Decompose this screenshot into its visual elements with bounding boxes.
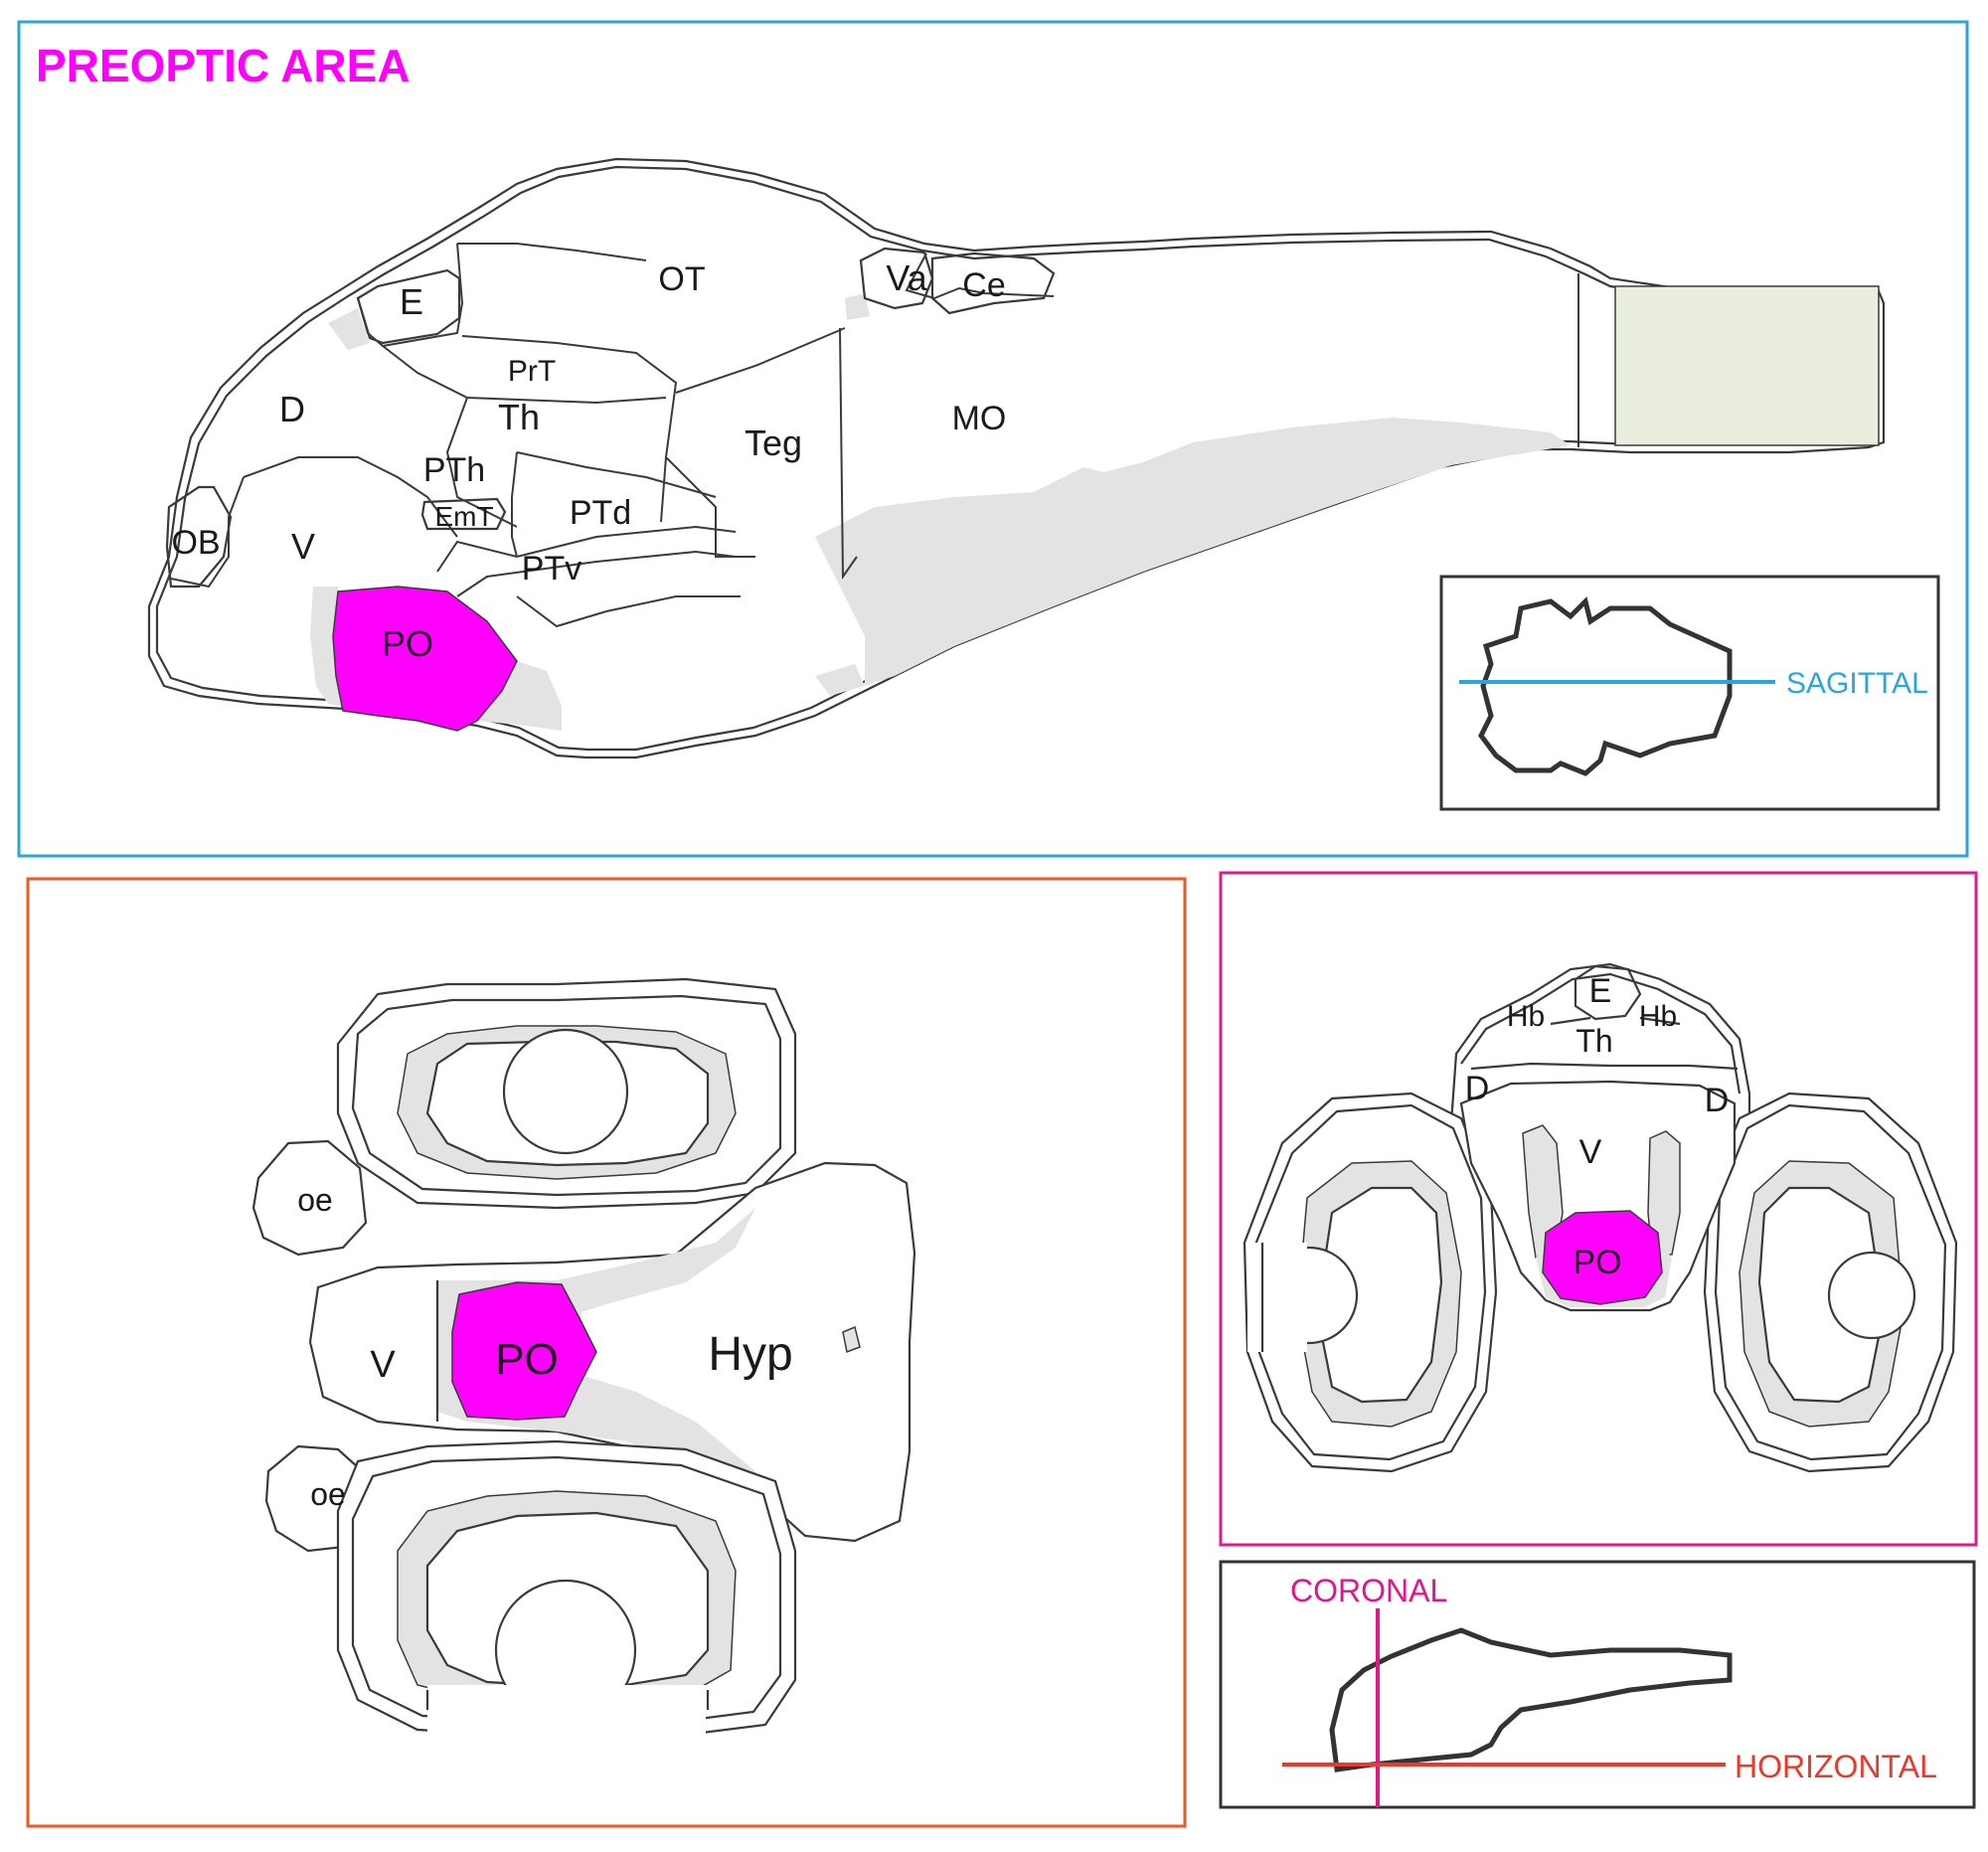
coronal-labels: E Hb Hb Th D D V PO <box>1465 972 1730 1281</box>
plane-key-brain-outline <box>1329 1627 1733 1772</box>
coronal-brain-section: E Hb Hb Th D D V PO <box>1242 962 1958 1473</box>
horizontal-labels: oe V PO Hyp oe <box>297 1182 792 1512</box>
sagittal-po-region <box>332 586 518 732</box>
sagittal-label-V: V <box>291 526 315 567</box>
sagittal-key-frame <box>1439 575 1940 811</box>
horizontal-label-V: V <box>370 1344 396 1386</box>
sagittal-label-PrT: PrT <box>508 355 556 388</box>
coronal-hb-dividers <box>1550 1016 1681 1026</box>
horizontal-panel: oe V PO Hyp oe <box>26 877 1187 1828</box>
horizontal-brain-section: oe V PO Hyp oe <box>251 977 916 1745</box>
plane-key-panel: CORONAL HORIZONTAL <box>1219 1560 1976 1809</box>
sagittal-brain-outline <box>147 157 1886 759</box>
sagittal-label-EmT: EmT <box>434 501 493 532</box>
coronal-E-cell <box>1574 964 1642 1021</box>
sagittal-region-Va-cell <box>859 247 934 310</box>
sagittal-ventricle-caudal <box>815 664 865 696</box>
coronal-label-PO: PO <box>1573 1244 1621 1281</box>
coronal-label-Hb-right: Hb <box>1639 1000 1677 1033</box>
horizontal-small-hole <box>842 1325 861 1354</box>
sagittal-label-E: E <box>400 281 423 322</box>
sagittal-label-PTd: PTd <box>570 494 631 532</box>
sagittal-label-Teg: Teg <box>745 422 802 463</box>
figure-title: PREOPTIC AREA <box>36 40 411 91</box>
sagittal-key-brain-outline <box>1478 596 1733 776</box>
horizontal-lower-eye <box>336 1439 797 1745</box>
sagittal-spinal-cord <box>1614 285 1880 446</box>
horizontal-frame <box>26 877 1187 1828</box>
sagittal-label-D: D <box>279 389 305 429</box>
horizontal-oe-top-outline <box>251 1139 368 1257</box>
coronal-left-eye <box>1242 1092 1498 1473</box>
sagittal-ventricle-ventral <box>815 418 1571 686</box>
sagittal-region-OB-cell <box>165 485 233 589</box>
sagittal-key: SAGITTAL <box>1439 575 1940 811</box>
sagittal-brain-section: OT Va Ce E PrT D Th Teg MO PTh EmT PTd O… <box>147 157 1886 759</box>
sagittal-ventricle-hypothalamic <box>477 661 562 731</box>
sagittal-label-Ce: Ce <box>962 266 1005 304</box>
coronal-ventricle-right <box>1647 1130 1681 1256</box>
coronal-right-lens <box>1827 1251 1916 1340</box>
coronal-po-region <box>1542 1210 1663 1305</box>
sagittal-key-label: SAGITTAL <box>1786 667 1928 700</box>
sagittal-label-OB: OB <box>171 524 220 562</box>
sagittal-labels: OT Va Ce E PrT D Th Teg MO PTh EmT PTd O… <box>171 257 1006 664</box>
coronal-th-divider <box>1470 1062 1739 1071</box>
sagittal-label-PTv: PTv <box>522 550 581 588</box>
coronal-label-D-left: D <box>1465 1070 1490 1107</box>
sagittal-frame <box>17 20 1969 858</box>
horizontal-po-region <box>451 1281 597 1421</box>
horizontal-upper-lens <box>502 1028 629 1155</box>
sagittal-label-PTh: PTh <box>423 451 485 489</box>
coronal-right-eye <box>1703 1092 1958 1473</box>
horizontal-label-Hyp: Hyp <box>708 1328 792 1381</box>
coronal-label-E: E <box>1589 972 1612 1010</box>
coronal-dorsal-inner <box>1460 972 1741 1094</box>
sagittal-label-MO: MO <box>952 400 1007 437</box>
horizontal-label-PO: PO <box>495 1335 559 1384</box>
coronal-frame <box>1219 871 1978 1547</box>
horizontal-label-oe-top: oe <box>297 1182 333 1218</box>
coronal-label-Th: Th <box>1575 1023 1612 1059</box>
sagittal-panel: PREOPTIC AREA <box>17 20 1969 858</box>
sagittal-region-EmT-cell <box>420 497 507 531</box>
coronal-panel: E Hb Hb Th D D V PO <box>1219 871 1978 1547</box>
coronal-label-V: V <box>1579 1133 1602 1171</box>
sagittal-region-E-cell <box>356 268 461 345</box>
plane-key-coronal-label: CORONAL <box>1290 1573 1447 1608</box>
sagittal-label-Va: Va <box>886 257 927 298</box>
horizontal-upper-eye <box>336 977 797 1210</box>
horizontal-central-outline <box>308 1161 916 1543</box>
horizontal-label-oe-bottom: oe <box>310 1476 346 1512</box>
sagittal-label-PO: PO <box>382 623 433 664</box>
sagittal-region-boundaries <box>170 243 1055 628</box>
coronal-label-D-right: D <box>1705 1082 1730 1119</box>
coronal-label-Hb-left: Hb <box>1507 1000 1545 1033</box>
sagittal-ventricle-tectal <box>845 293 870 320</box>
sagittal-label-Th: Th <box>498 397 540 437</box>
sagittal-label-OT: OT <box>658 260 705 298</box>
sagittal-region-Ce-cell <box>930 252 1056 315</box>
plane-key-frame <box>1219 1560 1976 1809</box>
plane-key-horizontal-label: HORIZONTAL <box>1735 1749 1937 1784</box>
sagittal-ventricle-upper <box>328 308 370 350</box>
